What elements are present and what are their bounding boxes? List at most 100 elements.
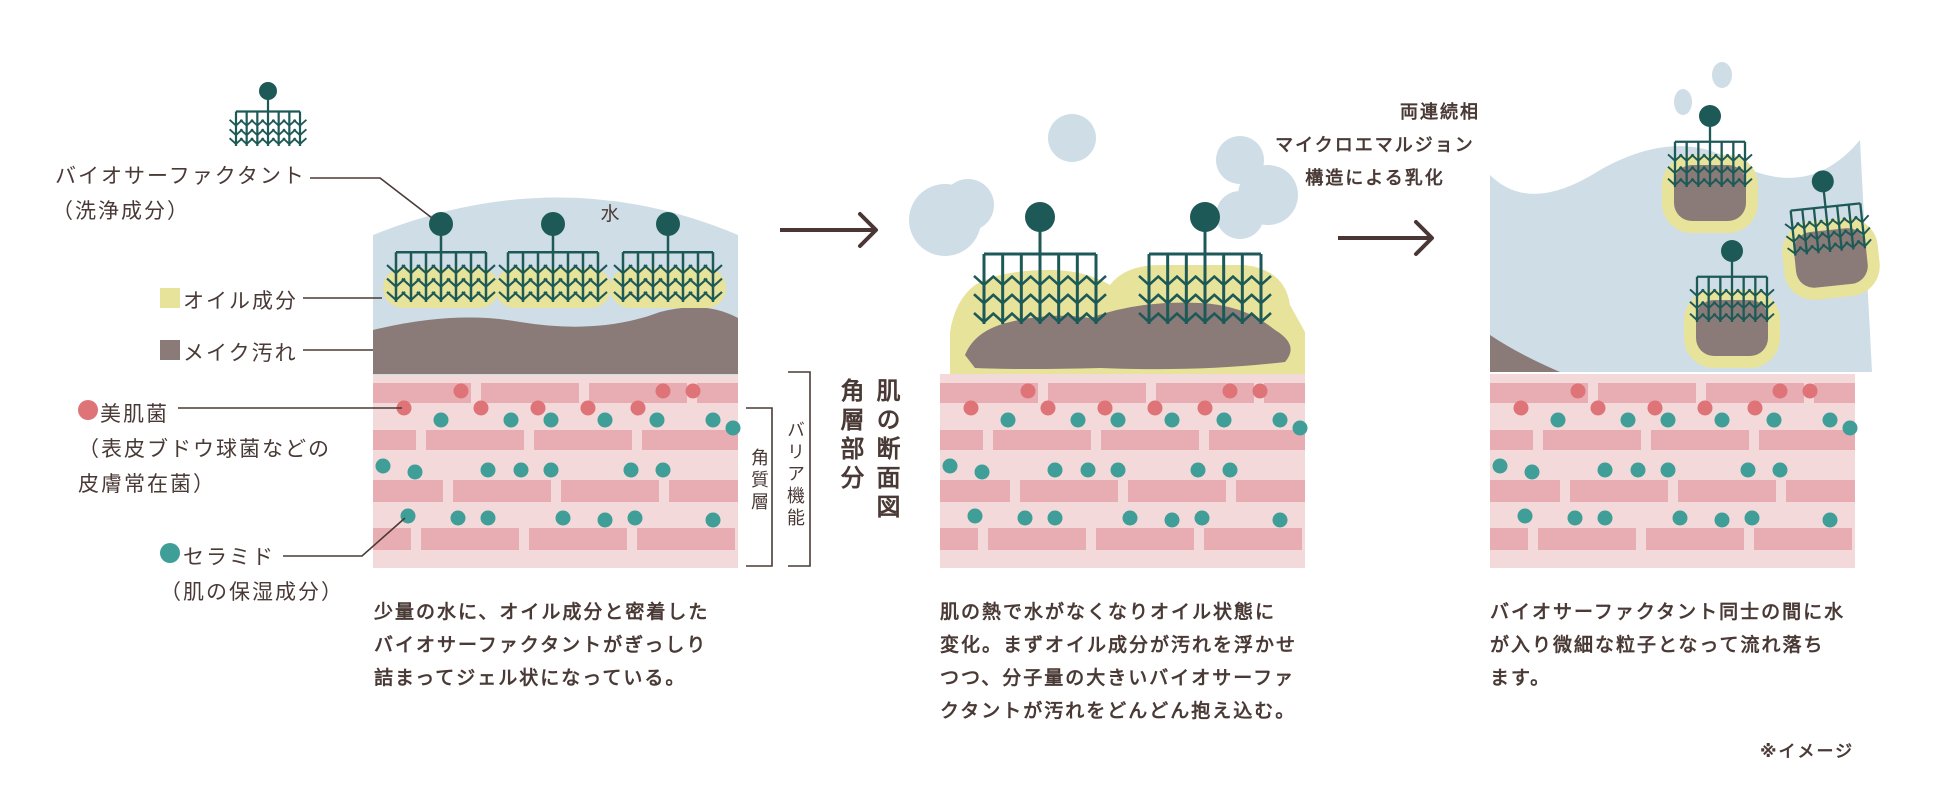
surfactant-chevron [1066, 312, 1089, 324]
surfactant-chevron [1820, 230, 1836, 240]
skin-cell [637, 528, 735, 550]
ceramide-dot [1492, 458, 1508, 474]
surfactant-tail [1859, 203, 1867, 249]
surfactant-chevron [476, 264, 496, 275]
surfactant-chevron [573, 277, 593, 289]
ceramide-dot [1000, 412, 1016, 428]
surfactant-chevron [1212, 312, 1235, 324]
surfactant-chevron [1747, 301, 1763, 310]
ceramide-dot [1766, 412, 1782, 428]
surfactant-chevron [1047, 312, 1070, 324]
surfactant-chevron [1066, 293, 1089, 305]
emulsion-particle [1782, 170, 1880, 300]
surfactant-molecule [386, 212, 496, 302]
skin-cell [988, 528, 1086, 550]
emulsion-line2: マイクロエマルジョン [1275, 135, 1475, 156]
surfactant-head [1699, 105, 1721, 127]
surfactant-chevron [1714, 166, 1730, 175]
skin-cell [373, 383, 471, 403]
skin-cell [940, 480, 1010, 502]
skin-cell [1814, 383, 1855, 403]
surfactant-chevron [613, 264, 633, 275]
particle-makeup [1793, 228, 1868, 288]
surfactant-head [1721, 240, 1743, 262]
ceramide-dot [705, 512, 721, 528]
bacteria-dot [1647, 400, 1663, 416]
surfactant-tail [1801, 209, 1809, 255]
ceramide-dot [1672, 510, 1688, 526]
surfactant-chevron [1085, 275, 1107, 287]
caption-step3-line: バイオサーファクタント同士の間に水 [1490, 601, 1846, 623]
surfactant-chevron [461, 264, 481, 275]
surfactant-chevron [271, 119, 286, 127]
ceramide-dot [543, 462, 559, 478]
ceramide-dot [1714, 412, 1730, 428]
surfactant-chevron [1156, 312, 1179, 324]
makeup-swatch [160, 340, 180, 360]
skin-sections [373, 374, 1858, 568]
surfactant-chevron [498, 264, 518, 275]
surfactant-chevron [1250, 293, 1272, 305]
surfactant-chevron [673, 277, 693, 289]
caption-step2-line: つつ、分子量の大きいバイオサーファ [940, 667, 1296, 689]
bracket-stratum-part [788, 371, 811, 567]
skin-cell [642, 430, 738, 450]
surfactant-chevron [1796, 220, 1812, 230]
oil-swatch [160, 288, 180, 308]
bacteria-dot [1747, 400, 1763, 416]
skin-cell [993, 430, 1091, 450]
surfactant-chevron [1175, 293, 1198, 305]
water-drop [1674, 89, 1692, 115]
caption-step3: バイオサーファクタント同士の間に水 が入り微細な粒子となって流れ落ち ます。 [1490, 596, 1845, 695]
skin-cell [940, 528, 978, 550]
surfactant-chevron [431, 264, 451, 275]
ceramide-dot [1597, 462, 1613, 478]
surfactant-chevron [513, 277, 533, 289]
water-label: 水 [600, 203, 619, 225]
bacteria-dot [655, 383, 671, 399]
surfactant-chevron [1736, 312, 1752, 322]
bacteria-sublabel-1: （表皮ブドウ球菌などの [78, 437, 331, 461]
ceramide-dot [1842, 420, 1858, 436]
surfactant-chevron [1712, 288, 1728, 298]
ceramide-dot [400, 508, 416, 524]
surfactant-head [429, 212, 453, 236]
surfactant-chevron [588, 277, 608, 289]
bacteria-dot [1197, 400, 1213, 416]
water-drop [1712, 62, 1732, 88]
skin-cell [1543, 430, 1641, 450]
surfactant-tail [1812, 208, 1820, 254]
surfactant-chevron [416, 277, 436, 289]
ceramide-dot [627, 510, 643, 526]
skin-cell [421, 528, 519, 550]
surfactant-chevron [228, 119, 244, 127]
surfactant-chevron [260, 119, 276, 127]
surfactant-chevron [386, 277, 406, 289]
surfactant-chevron [1029, 275, 1051, 287]
skin-cell [529, 528, 627, 550]
surfactant-chevron [991, 312, 1014, 324]
surfactant-chevron [1747, 288, 1763, 298]
skin-cell [1204, 528, 1302, 550]
caption-step3-line: ます。 [1490, 667, 1552, 689]
surfactant-chevron [271, 137, 286, 146]
surfactant-chevron [1807, 219, 1823, 229]
surfactant-chevron [573, 291, 593, 302]
skin-cell [1264, 383, 1305, 403]
panel-step1 [373, 197, 738, 375]
skin-cell [1490, 528, 1528, 550]
ceramide-dot [1822, 412, 1838, 428]
surfactant-chevron [1855, 226, 1871, 236]
surfactant-molecule [1138, 202, 1272, 324]
surfactant-chevron [1138, 293, 1160, 305]
ceramide-dot [1630, 462, 1646, 478]
surfactant-head [541, 212, 565, 236]
bacteria-dot [1222, 383, 1238, 399]
ceramide-dot [1222, 462, 1238, 478]
emulsion-line1: 両連続相 [1400, 102, 1480, 123]
ceramide-dot [597, 412, 613, 428]
surfactant-chevron [1175, 275, 1198, 287]
ceramide-dot [942, 458, 958, 474]
skin-cell [1678, 480, 1776, 502]
surfactant-chevron [1047, 275, 1070, 287]
